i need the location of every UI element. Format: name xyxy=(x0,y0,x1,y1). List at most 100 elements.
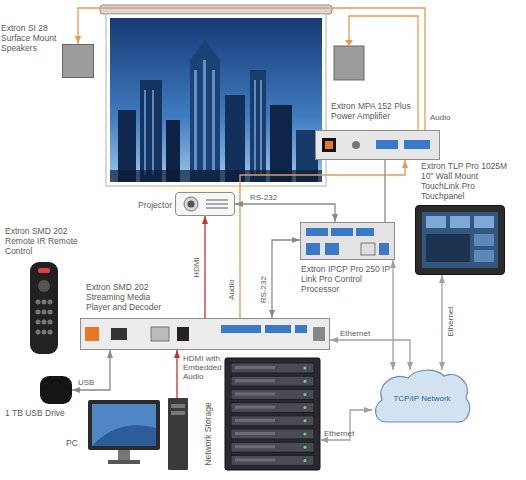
rect-shape xyxy=(221,325,261,333)
connector-line xyxy=(272,240,300,318)
rect-shape xyxy=(235,458,275,461)
rect-shape xyxy=(231,429,314,439)
circle-shape xyxy=(48,330,53,335)
rect-shape xyxy=(111,328,127,340)
rect-shape xyxy=(474,234,494,246)
rect-shape xyxy=(356,228,374,236)
circle-shape xyxy=(48,320,53,325)
rect-shape xyxy=(231,376,314,386)
polygon-shape xyxy=(345,40,353,46)
rect-shape xyxy=(108,460,140,464)
rect-shape xyxy=(361,243,375,255)
rect-shape xyxy=(254,80,256,175)
remote-control: Extron SMD 202 Remote IR Remote Control xyxy=(30,262,58,354)
circle-shape xyxy=(36,300,41,305)
signal-label: Ethernet xyxy=(446,302,455,342)
rect-shape xyxy=(306,243,320,255)
node-label: PC xyxy=(66,438,84,448)
circle-shape xyxy=(304,446,307,449)
rect-shape xyxy=(331,228,353,236)
path-shape xyxy=(376,370,470,422)
network-storage-rack: Network Storage xyxy=(225,358,320,470)
connector-line xyxy=(72,350,110,390)
rect-shape xyxy=(235,366,275,369)
rect-shape xyxy=(194,70,197,170)
circle-shape xyxy=(304,393,307,396)
device-drawing xyxy=(176,193,234,215)
network-cloud: TCP/IP Network xyxy=(372,370,472,426)
pc-computer: PC xyxy=(88,398,188,470)
rect-shape xyxy=(450,216,470,228)
rect-shape xyxy=(474,216,494,228)
touchpanel-box: Extron TLP Pro 1025M 10" Wall Mount Touc… xyxy=(415,205,505,275)
rect-shape xyxy=(110,18,322,182)
node-label: Extron IPCP Pro 250 IP Link Pro Control … xyxy=(301,264,393,294)
node-label: Extron SI 28 Surface Mount Speakers xyxy=(1,23,61,53)
rect-shape xyxy=(177,327,189,341)
circle-shape xyxy=(304,380,307,383)
rect-shape xyxy=(168,398,188,470)
rect-shape xyxy=(231,389,314,399)
g-shape xyxy=(144,60,262,175)
circle-shape xyxy=(42,310,47,315)
node-label: Extron SMD 202 Remote IR Remote Control xyxy=(5,226,80,256)
rect-shape xyxy=(140,80,162,182)
rect-shape xyxy=(206,207,228,209)
node-label: Extron SMD 202 Streaming Media Player an… xyxy=(86,282,176,312)
rect-shape xyxy=(235,419,275,422)
rect-shape xyxy=(231,363,314,373)
device-drawing xyxy=(301,223,394,259)
rect-shape xyxy=(88,400,160,450)
rect-shape xyxy=(38,268,50,273)
connector-line xyxy=(330,340,410,370)
usb-drive: 1 TB USB Drive xyxy=(40,376,72,404)
device-drawing xyxy=(88,398,188,470)
circle-shape xyxy=(42,330,47,335)
device-drawing xyxy=(316,131,439,159)
connector-line xyxy=(320,410,372,440)
connector-line xyxy=(384,160,385,222)
circle-shape xyxy=(42,300,47,305)
circle-shape xyxy=(48,310,53,315)
connector-line xyxy=(235,204,335,222)
rect-shape xyxy=(235,432,275,435)
rect-shape xyxy=(422,212,498,268)
rect-shape xyxy=(260,80,262,175)
device-drawing xyxy=(81,319,329,349)
rect-shape xyxy=(100,5,332,14)
rect-shape xyxy=(171,404,185,408)
circle-shape xyxy=(352,141,360,149)
circle-shape xyxy=(304,367,307,370)
rect-shape xyxy=(313,327,325,341)
rect-shape xyxy=(325,243,339,255)
rect-shape xyxy=(334,46,364,80)
device-drawing xyxy=(416,206,504,274)
rect-shape xyxy=(231,416,314,426)
rect-shape xyxy=(85,327,99,341)
circle-shape xyxy=(42,320,47,325)
rect-shape xyxy=(118,450,130,460)
rect-shape xyxy=(265,325,291,333)
media-player-box: Extron SMD 202 Streaming Media Player an… xyxy=(80,318,330,350)
signal-label: RS-232 xyxy=(250,193,286,202)
signal-label: Ethernet xyxy=(340,329,380,338)
connector-line xyxy=(176,350,177,398)
connector-line xyxy=(392,260,393,370)
circle-shape xyxy=(48,300,53,305)
rect-shape xyxy=(225,358,320,470)
rect-shape xyxy=(295,325,307,333)
node-label: Projector xyxy=(124,200,172,210)
rect-shape xyxy=(171,411,185,415)
connector-line xyxy=(441,275,442,370)
rect-shape xyxy=(144,90,146,175)
rect-shape xyxy=(235,406,275,409)
rect-shape xyxy=(92,404,156,446)
rect-shape xyxy=(206,199,228,201)
node-label: Extron MPA 152 Plus Power Amplifier xyxy=(331,101,421,121)
signal-label: RS-232 xyxy=(259,272,268,308)
node-label: 1 TB USB Drive xyxy=(5,408,85,418)
rect-shape xyxy=(231,455,314,465)
connector-line xyxy=(204,216,205,318)
node-label: TCP/IP Network xyxy=(382,394,462,403)
